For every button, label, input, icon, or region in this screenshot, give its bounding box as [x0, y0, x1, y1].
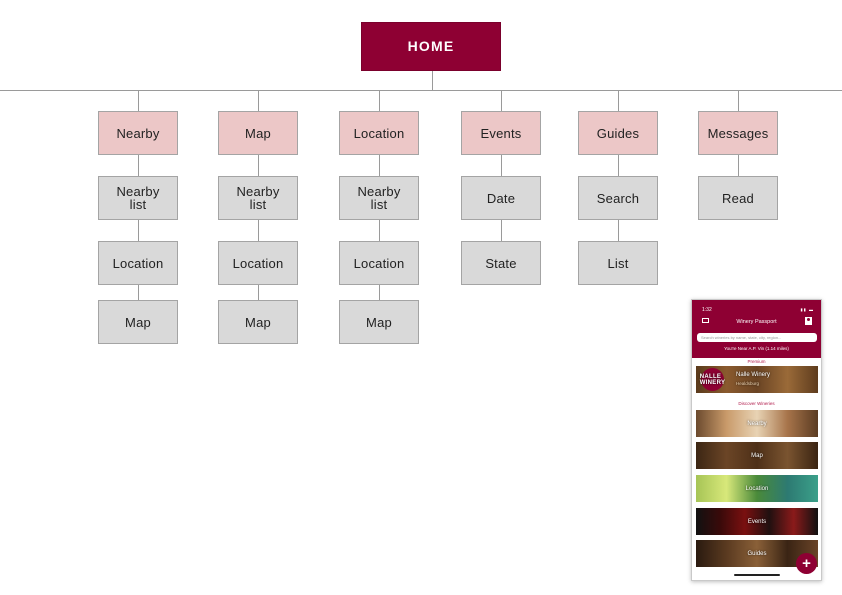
tree-node-child: List: [578, 241, 658, 285]
tree-node-child: Map: [218, 300, 298, 344]
home-node: HOME: [361, 22, 501, 71]
tree-node-child: Map: [98, 300, 178, 344]
connector-line: [258, 285, 259, 300]
tree-node-child: Nearby list: [218, 176, 298, 220]
tree-node-top: Guides: [578, 111, 658, 155]
connector-line: [501, 155, 502, 176]
phone-time: 1:32: [702, 307, 712, 313]
phone-tile-location[interactable]: Location: [696, 475, 818, 502]
connector-horizontal-rule: [0, 90, 842, 91]
tree-node-top: Messages: [698, 111, 778, 155]
contact-icon[interactable]: [805, 317, 812, 325]
connector-line: [258, 155, 259, 176]
tree-node-top: Nearby: [98, 111, 178, 155]
phone-discover-label: Discover Wineries: [692, 401, 821, 406]
plus-icon[interactable]: +: [796, 553, 817, 574]
tree-node-top: Events: [461, 111, 541, 155]
connector-line: [738, 91, 739, 111]
tree-node-child: Date: [461, 176, 541, 220]
tree-node-child: Search: [578, 176, 658, 220]
tree-node-child: Map: [339, 300, 419, 344]
connector-line: [618, 155, 619, 176]
tree-node-child: Location: [339, 241, 419, 285]
connector-line: [258, 220, 259, 241]
premium-winery-name: Nalle Winery: [736, 372, 770, 378]
phone-header: 1:32 ▮▮ ▬ Winery Passport Search winerie…: [692, 300, 821, 358]
connector-line: [138, 220, 139, 241]
connector-line: [138, 91, 139, 111]
tree-node-child: Nearby list: [98, 176, 178, 220]
tree-node-child: Read: [698, 176, 778, 220]
phone-tile-nearby[interactable]: Nearby: [696, 410, 818, 437]
phone-search-input[interactable]: Search wineries by name, state, city, re…: [697, 333, 817, 342]
connector-line: [738, 155, 739, 176]
connector-line: [138, 155, 139, 176]
connector-line: [379, 220, 380, 241]
phone-premium-tile[interactable]: NALLE WINERY Nalle Winery Healdsburg: [696, 366, 818, 393]
connector-home-down: [432, 71, 433, 90]
connector-line: [379, 155, 380, 176]
tree-node-child: Location: [218, 241, 298, 285]
tree-node-child: State: [461, 241, 541, 285]
premium-winery-city: Healdsburg: [736, 381, 759, 386]
phone-tile-map[interactable]: Map: [696, 442, 818, 469]
connector-line: [501, 220, 502, 241]
connector-line: [618, 91, 619, 111]
tree-node-child: Nearby list: [339, 176, 419, 220]
home-indicator: [734, 574, 780, 576]
phone-near-text: You're Near A.P. Vin (1.14 miles): [692, 346, 821, 351]
connector-line: [501, 91, 502, 111]
tree-node-top: Map: [218, 111, 298, 155]
tree-node-top: Location: [339, 111, 419, 155]
signal-battery-icon: ▮▮ ▬: [800, 307, 814, 312]
connector-line: [618, 220, 619, 241]
connector-line: [138, 285, 139, 300]
phone-title: Winery Passport: [692, 319, 821, 325]
phone-premium-label: Premium: [692, 359, 821, 364]
tree-node-child: Location: [98, 241, 178, 285]
winery-logo: NALLE WINERY: [701, 368, 724, 391]
phone-mockup: 1:32 ▮▮ ▬ Winery Passport Search winerie…: [691, 299, 822, 581]
connector-line: [379, 285, 380, 300]
connector-line: [379, 91, 380, 111]
phone-tile-events[interactable]: Events: [696, 508, 818, 535]
connector-line: [258, 91, 259, 111]
